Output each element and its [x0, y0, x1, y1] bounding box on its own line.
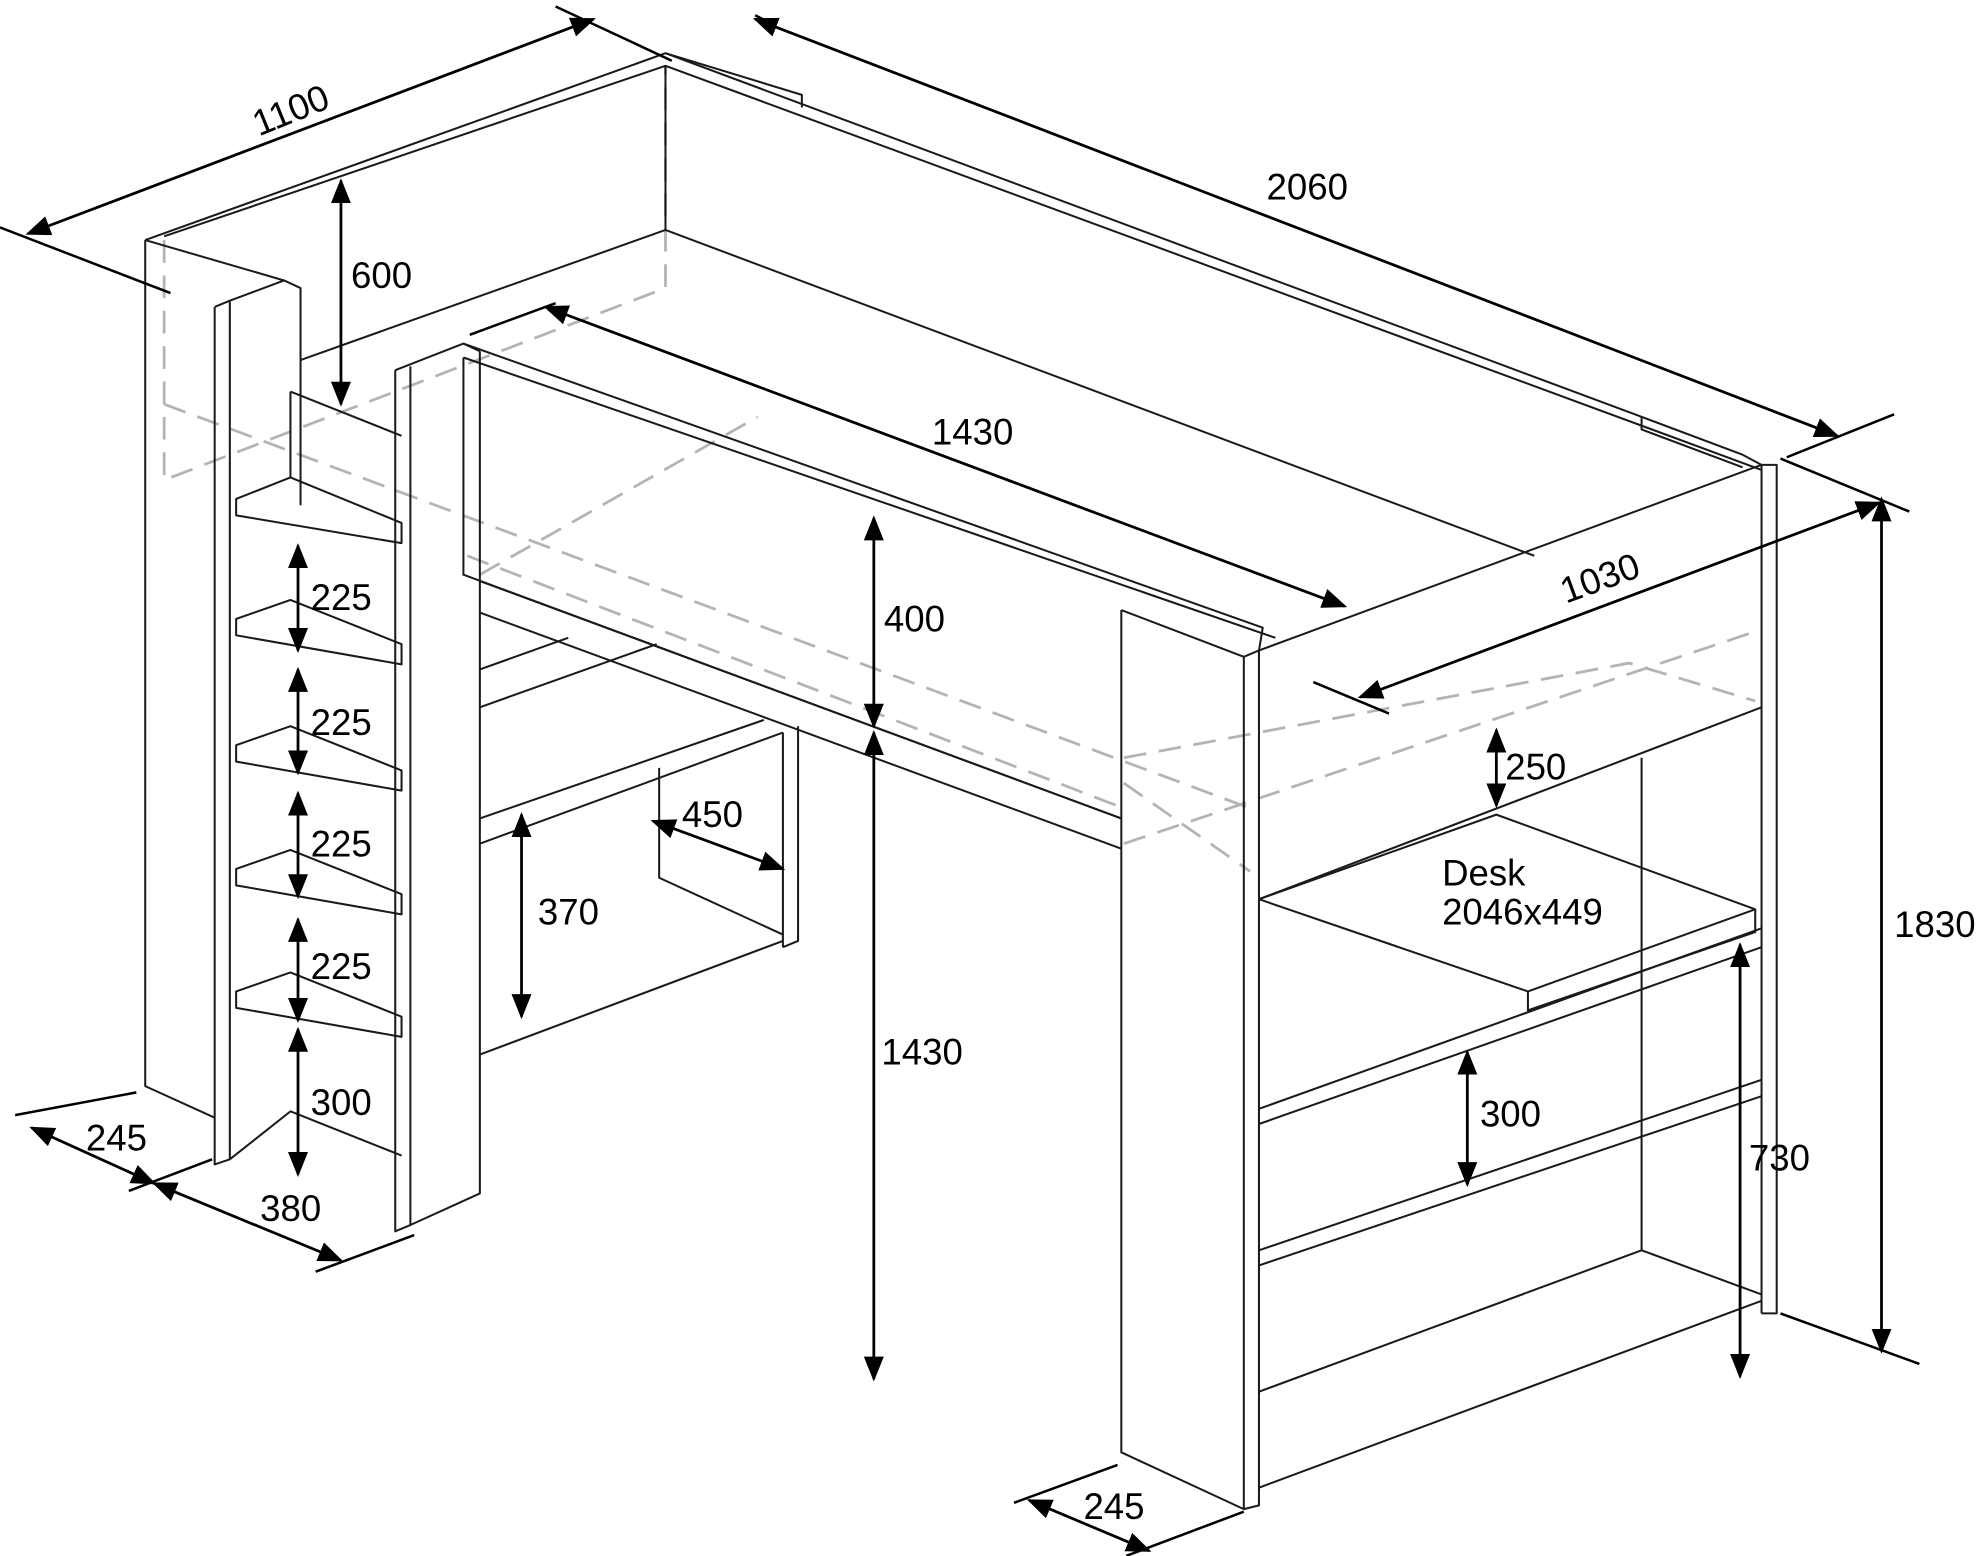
label-rung-spacing-1: 225 — [311, 577, 372, 618]
label-ladder-depth: 380 — [260, 1188, 321, 1229]
label-rung-spacing-4: 225 — [311, 946, 372, 987]
label-overall-length: 2060 — [1267, 167, 1348, 208]
bed-frame — [144, 52, 1778, 1511]
label-ladder-post-width: 245 — [86, 1118, 147, 1159]
label-desk: Desk — [1442, 852, 1526, 893]
label-overall-height: 1830 — [1894, 904, 1975, 945]
label-inner-width: 1030 — [1555, 545, 1646, 611]
label-ladder-bottom-gap: 300 — [311, 1082, 372, 1123]
label-desk-upper-gap: 250 — [1505, 746, 1566, 787]
label-front-panel-height: 400 — [884, 599, 945, 640]
dimension-labels: 1100 2060 600 1430 400 1030 250 Desk 204… — [86, 76, 1976, 1527]
dimension-lines — [0, 5, 1920, 1556]
label-clearance-height: 1430 — [881, 1032, 962, 1073]
label-rung-spacing-2: 225 — [311, 702, 372, 743]
label-guard-height: 600 — [351, 255, 412, 296]
label-rung-spacing-3: 225 — [311, 823, 372, 864]
label-leg-width: 245 — [1083, 1486, 1144, 1527]
label-desk-shelf-gap: 300 — [1480, 1094, 1541, 1135]
label-desk-size: 2046x449 — [1442, 891, 1603, 932]
label-desk-height: 730 — [1749, 1138, 1810, 1179]
label-guard-opening: 1430 — [932, 412, 1013, 453]
label-shelf-height: 370 — [538, 891, 599, 932]
label-shelf-depth: 450 — [682, 794, 743, 835]
